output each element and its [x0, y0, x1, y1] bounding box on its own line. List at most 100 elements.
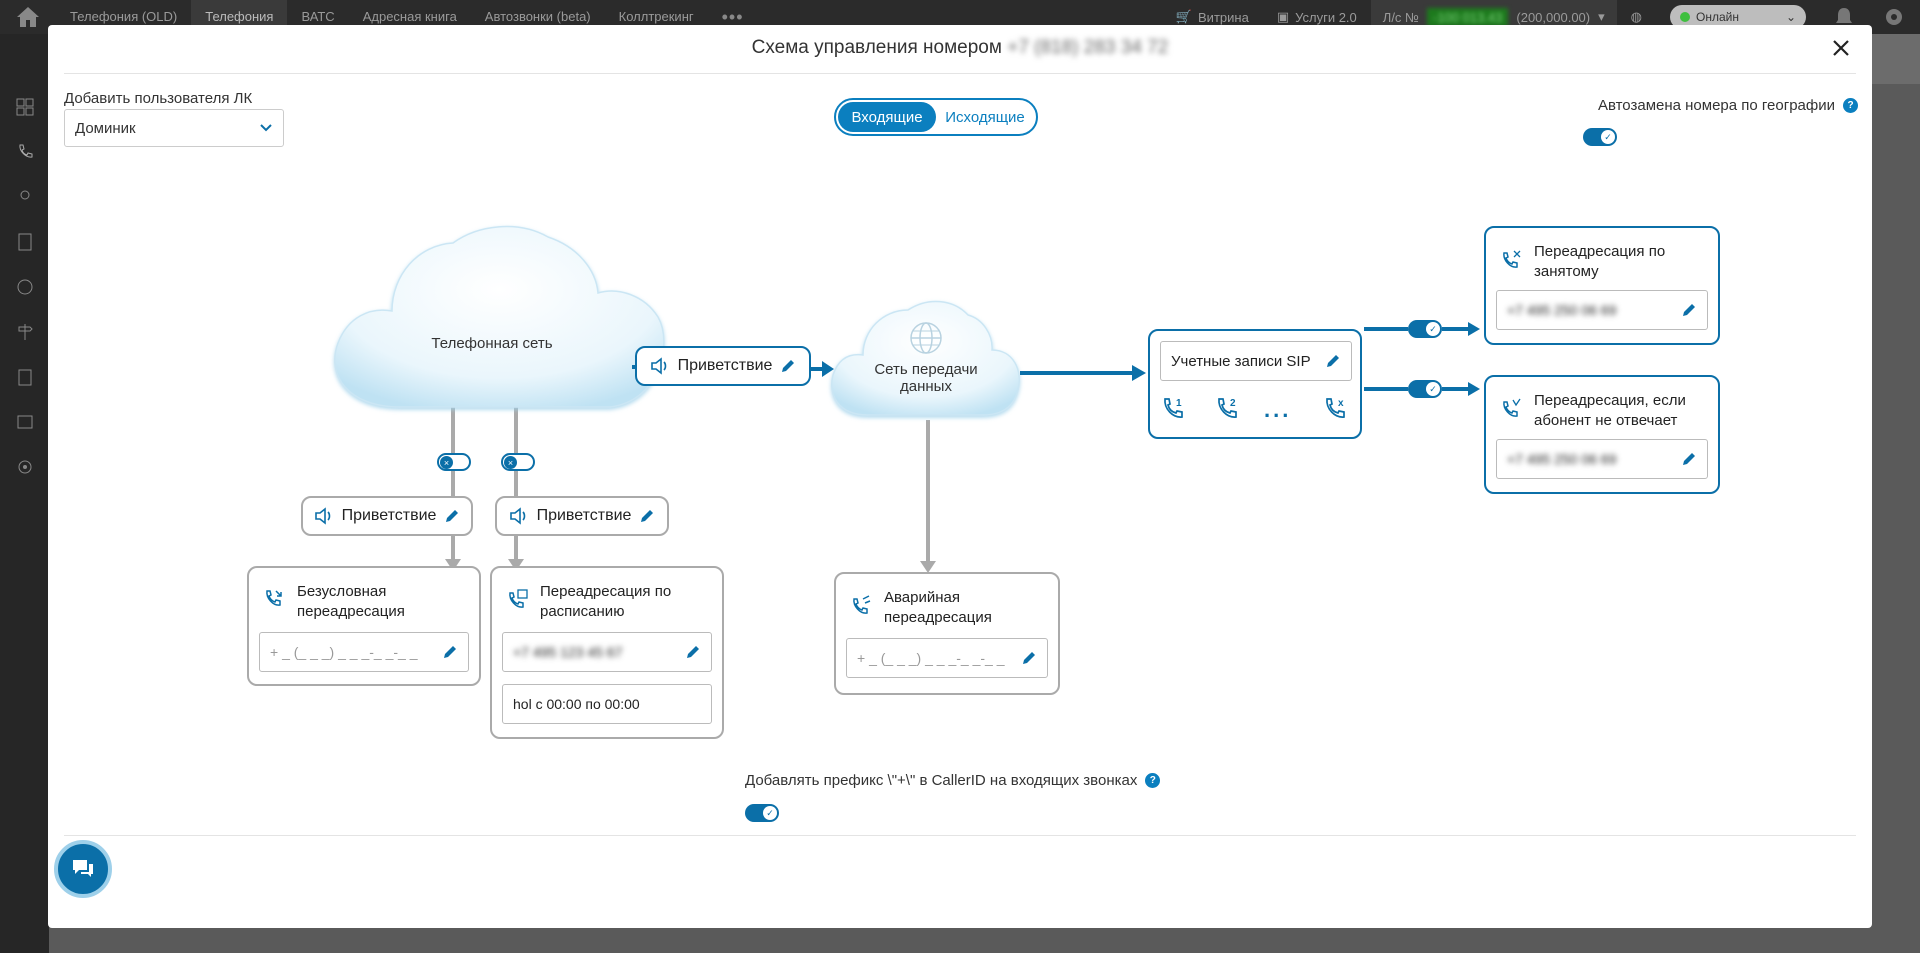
pencil-icon[interactable] — [1681, 451, 1697, 467]
svg-text:2: 2 — [1230, 398, 1236, 409]
phone-missed-icon — [1503, 398, 1521, 417]
card-title: Переадресация по расписанию — [540, 583, 672, 620]
chat-icon[interactable] — [0, 264, 49, 309]
document-icon[interactable] — [0, 219, 49, 264]
id-card-icon[interactable] — [0, 399, 49, 444]
contacts-icon[interactable] — [0, 174, 49, 219]
prefix-toggle[interactable]: ✓ — [745, 804, 779, 822]
card-title: Переадресация, если абонент не отвечает — [1534, 392, 1686, 429]
help-icon[interactable]: ? — [1145, 773, 1161, 788]
unconditional-toggle[interactable]: × — [437, 453, 471, 471]
schedule-time-field[interactable]: hol с 00:00 по 00:00 — [502, 684, 712, 724]
emergency-number-field[interactable]: + _ (_ _ _) _ _ _-_ _-_ _ — [846, 638, 1048, 678]
busy-toggle[interactable]: ✓ — [1408, 320, 1442, 338]
pencil-icon[interactable] — [442, 644, 458, 660]
phone-network-cloud — [334, 225, 665, 408]
schedule-toggle[interactable]: × — [501, 453, 535, 471]
gear-icon[interactable] — [1868, 5, 1920, 29]
sip-line-1-icon[interactable]: 1 — [1162, 395, 1188, 423]
services-label: Услуги 2.0 — [1295, 9, 1357, 25]
more-menu-icon[interactable]: ••• — [721, 6, 744, 27]
schedule-time-value: hol с 00:00 по 00:00 — [513, 696, 640, 712]
geo-toggle[interactable]: ✓ — [1583, 128, 1617, 146]
card-title: Аварийная переадресация — [884, 589, 992, 626]
card-title: Безусловная переадресация — [297, 583, 405, 620]
greeting-main[interactable]: Приветствие — [635, 346, 811, 386]
no-answer-forward-card: Переадресация, если абонент не отвечает … — [1484, 375, 1720, 494]
left-rail — [0, 34, 49, 953]
nav-item-vats[interactable]: ВАТС — [301, 9, 335, 24]
pencil-icon[interactable] — [444, 508, 460, 524]
tab-incoming[interactable]: Входящие — [838, 102, 936, 132]
credit-value: (200,000.00) — [1516, 9, 1591, 25]
greeting-label: Приветствие — [536, 507, 632, 524]
modal-title: Схема управления номером +7 (818) 283 34… — [48, 37, 1872, 59]
nav-item-address-book[interactable]: Адресная книга — [362, 9, 457, 24]
chat-bubbles-icon — [73, 860, 93, 877]
unconditional-forward-card: Безусловная переадресация + _ (_ _ _) _ … — [247, 566, 481, 686]
pencil-icon[interactable] — [1021, 650, 1037, 666]
pencil-icon[interactable] — [639, 508, 655, 524]
clipboard-icon[interactable] — [0, 354, 49, 399]
no-answer-toggle[interactable]: ✓ — [1408, 380, 1442, 398]
bell-icon[interactable] — [1820, 6, 1868, 28]
settings-icon[interactable] — [0, 444, 49, 489]
sip-accounts-field[interactable]: Учетные записи SIP — [1160, 341, 1352, 381]
phone-icon[interactable] — [0, 129, 49, 174]
chat-support-button[interactable] — [54, 840, 112, 898]
greeting-schedule[interactable]: Приветствие — [495, 496, 669, 536]
sip-line-2-icon[interactable]: 2 — [1216, 395, 1242, 423]
nav-item-autocalls[interactable]: Автозвонки (beta) — [484, 9, 591, 24]
busy-number-field[interactable]: +7 495 250 06 69 — [1496, 290, 1708, 330]
no-answer-number-field[interactable]: +7 495 250 06 69 — [1496, 439, 1708, 479]
services-link[interactable]: ▣Услуги 2.0 — [1263, 9, 1371, 25]
greeting-unconditional[interactable]: Приветствие — [301, 496, 473, 536]
showcase-label: Витрина — [1198, 9, 1249, 25]
showcase-link[interactable]: 🛒 Витрина — [1162, 9, 1263, 25]
number-placeholder: + _ (_ _ _) _ _ _-_ _-_ _ — [857, 650, 1005, 666]
user-select[interactable]: Доминик — [64, 109, 284, 147]
schedule-number-field[interactable]: +7 495 123 45 67 — [502, 632, 712, 672]
number-placeholder: + _ (_ _ _) _ _ _-_ _-_ _ — [270, 644, 418, 660]
help-icon[interactable]: ? — [1843, 98, 1858, 113]
close-icon[interactable] — [1826, 33, 1856, 63]
dashboard-icon[interactable] — [0, 84, 49, 129]
modal-title-number: +7 (818) 283 34 72 — [1007, 37, 1169, 58]
home-icon[interactable] — [0, 0, 56, 34]
data-network-cloud — [831, 300, 1020, 416]
pencil-icon[interactable] — [1325, 353, 1341, 369]
phone-forward-icon — [853, 595, 871, 614]
globe-icon — [910, 322, 942, 354]
unconditional-number-field[interactable]: + _ (_ _ _) _ _ _-_ _-_ _ — [259, 632, 469, 672]
check-icon: ✓ — [1426, 382, 1440, 396]
add-user-label: Добавить пользователя ЛК — [64, 90, 253, 107]
speaker-icon — [314, 507, 330, 525]
pencil-icon[interactable] — [685, 644, 701, 660]
greeting-label: Приветствие — [341, 507, 437, 524]
card-title: Переадресация по занятому — [1534, 243, 1666, 280]
check-icon: ✓ — [1601, 130, 1615, 144]
x-icon: × — [504, 456, 517, 469]
prefix-setting: Добавлять префикс \"+\" в CallerID на вх… — [745, 772, 1161, 789]
pencil-icon[interactable] — [1681, 302, 1697, 318]
sip-accounts-label: Учетные записи SIP — [1171, 352, 1311, 370]
balance-value: -100 013.43 — [1426, 7, 1509, 27]
divider — [64, 835, 1856, 836]
signpost-icon[interactable] — [0, 309, 49, 354]
phone-busy-icon — [1503, 250, 1521, 268]
pencil-icon[interactable] — [780, 358, 796, 374]
sip-line-x-icon[interactable]: x — [1324, 395, 1350, 423]
tab-outgoing[interactable]: Исходящие — [945, 108, 1025, 126]
busy-forward-card: Переадресация по занятому +7 495 250 06 … — [1484, 226, 1720, 345]
speaker-icon — [509, 507, 525, 525]
nav-item-calltracking[interactable]: Коллтрекинг — [618, 9, 694, 24]
cart-icon: 🛒 — [1175, 9, 1193, 24]
phone-network-label: Телефонная сеть — [431, 335, 553, 352]
phone-calendar-icon — [509, 589, 528, 608]
sip-more-icon[interactable]: ... — [1264, 397, 1292, 422]
greeting-label: Приветствие — [677, 357, 773, 374]
phone-forward-icon — [266, 590, 282, 606]
globe-icon[interactable]: ◍ — [1630, 9, 1642, 24]
nav-item-telephony-old[interactable]: Телефония (OLD) — [70, 9, 178, 24]
routing-diagram — [334, 225, 1480, 573]
